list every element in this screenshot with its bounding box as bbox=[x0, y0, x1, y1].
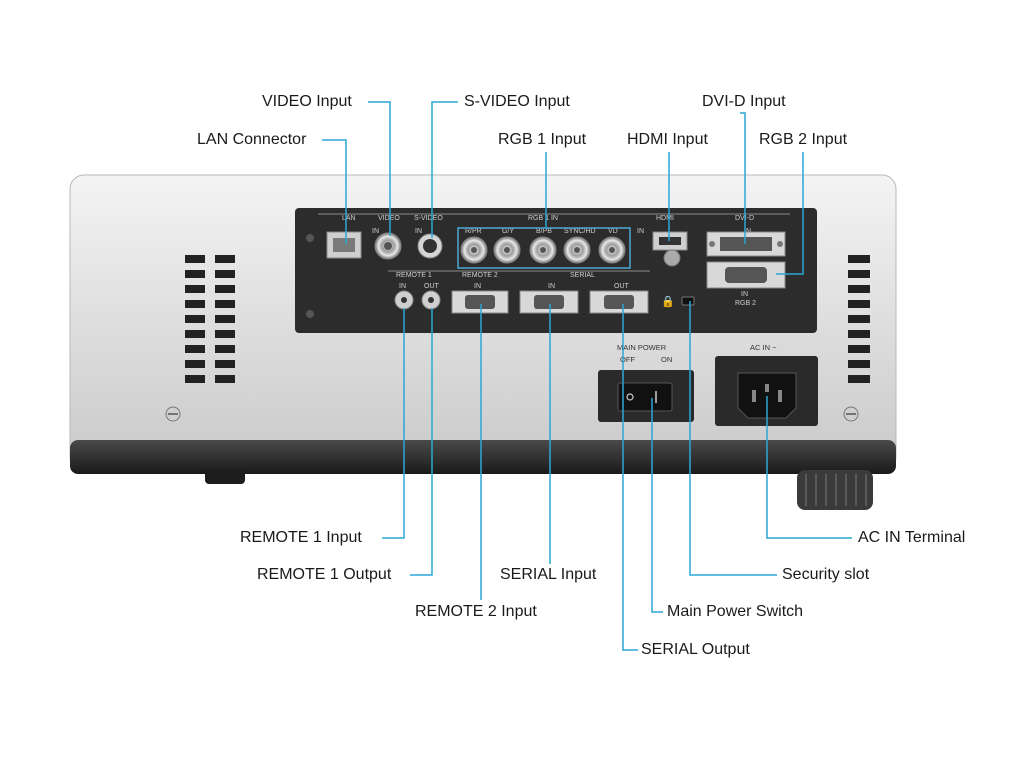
callout-remote1-input: REMOTE 1 Input bbox=[240, 529, 362, 546]
screw-icon bbox=[165, 406, 859, 422]
callout-ac-in-terminal: AC IN Terminal bbox=[858, 529, 966, 546]
panel-label-sync: SYNC/HD bbox=[564, 228, 596, 235]
callout-svideo-input: S-VIDEO Input bbox=[464, 93, 570, 110]
callout-lan-connector: LAN Connector bbox=[197, 131, 307, 148]
panel-label-video: VIDEO bbox=[378, 215, 400, 222]
callout-remote1-output: REMOTE 1 Output bbox=[257, 566, 392, 583]
panel-label-remote1-in: IN bbox=[399, 283, 406, 290]
callout-rgb1-input: RGB 1 Input bbox=[498, 131, 587, 148]
leader-lines bbox=[322, 101, 852, 651]
callout-remote2-input: REMOTE 2 Input bbox=[415, 603, 537, 620]
callout-main-power-switch: Main Power Switch bbox=[667, 603, 804, 620]
panel-label-serial-out: OUT bbox=[614, 283, 630, 290]
panel-label-rgb2: RGB 2 bbox=[735, 300, 756, 307]
panel-label-lan: LAN bbox=[342, 215, 356, 222]
left-vent bbox=[185, 255, 235, 383]
panel-label-svideo-in: IN bbox=[415, 228, 422, 235]
panel-label-rp: R/PR bbox=[465, 228, 482, 235]
panel-label-vd: VD bbox=[608, 228, 618, 235]
callout-dvid-input: DVI-D Input bbox=[702, 93, 786, 110]
callout-hdmi-input: HDMI Input bbox=[627, 131, 708, 148]
panel-label-rgb2-in: IN bbox=[741, 291, 748, 298]
callout-video-input: VIDEO Input bbox=[262, 93, 352, 110]
callout-security-slot: Security slot bbox=[782, 566, 870, 583]
panel-label-remote1-out: OUT bbox=[424, 283, 440, 290]
rgb1-bnc-ports bbox=[460, 236, 626, 264]
panel-label-remote2: REMOTE 2 bbox=[462, 272, 498, 279]
callout-rgb2-input: RGB 2 Input bbox=[759, 131, 848, 148]
ac-in-label: AC IN ~ bbox=[750, 343, 777, 352]
main-power-off-label: OFF bbox=[620, 355, 635, 364]
callout-serial-output: SERIAL Output bbox=[641, 641, 750, 658]
lock-icon: 🔒 bbox=[661, 295, 675, 308]
rgb1-bnc-group bbox=[457, 227, 631, 269]
panel-label-rgb1-in: RGB 1 IN bbox=[528, 215, 558, 222]
main-power-on-label: ON bbox=[661, 355, 672, 364]
security-slot bbox=[681, 296, 695, 306]
panel-label-hdmi-in: IN bbox=[637, 228, 644, 235]
panel-label-svideo: S-VIDEO bbox=[414, 215, 443, 222]
panel-label-video-in: IN bbox=[372, 228, 379, 235]
panel-label-remote2-in: IN bbox=[474, 283, 481, 290]
panel-label-serial: SERIAL bbox=[570, 272, 595, 279]
right-vent bbox=[848, 255, 870, 383]
front-foot-left bbox=[205, 470, 245, 484]
callout-serial-input: SERIAL Input bbox=[500, 566, 597, 583]
projector-base bbox=[70, 440, 896, 474]
panel-label-bp: B/PB bbox=[536, 228, 552, 235]
panel-label-hdmi: HDMI bbox=[656, 215, 674, 222]
panel-label-remote1: REMOTE 1 bbox=[396, 272, 432, 279]
panel-label-gy: G/Y bbox=[502, 228, 514, 235]
panel-label-serial-in: IN bbox=[548, 283, 555, 290]
main-power-label: MAIN POWER bbox=[617, 343, 667, 352]
